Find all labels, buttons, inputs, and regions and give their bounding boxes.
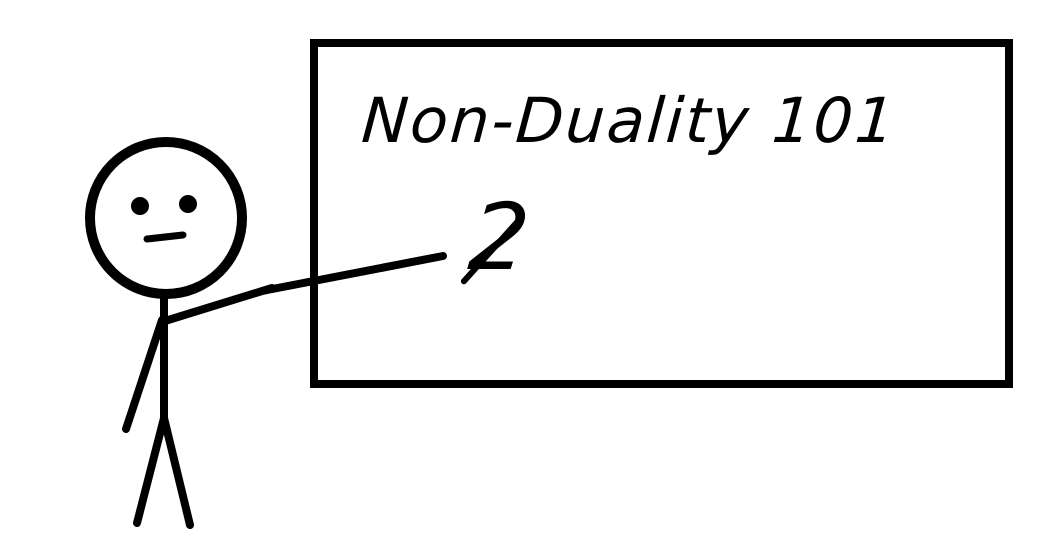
stick-figure-left-arm — [122, 316, 166, 433]
stick-figure-right-leg — [160, 414, 194, 529]
stick-figure-pointing-arm — [161, 284, 276, 325]
crossed-out-two: 2 — [446, 184, 556, 307]
stick-figure-left-leg — [133, 414, 168, 527]
stick-figure-right-eye — [179, 195, 197, 213]
stick-figure-left-eye — [131, 197, 149, 215]
whiteboard: Non-Duality 101 2 — [310, 39, 1013, 388]
stick-figure-mouth — [143, 231, 187, 243]
stick-figure-head — [85, 137, 247, 299]
board-title: Non-Duality 101 — [359, 84, 900, 157]
